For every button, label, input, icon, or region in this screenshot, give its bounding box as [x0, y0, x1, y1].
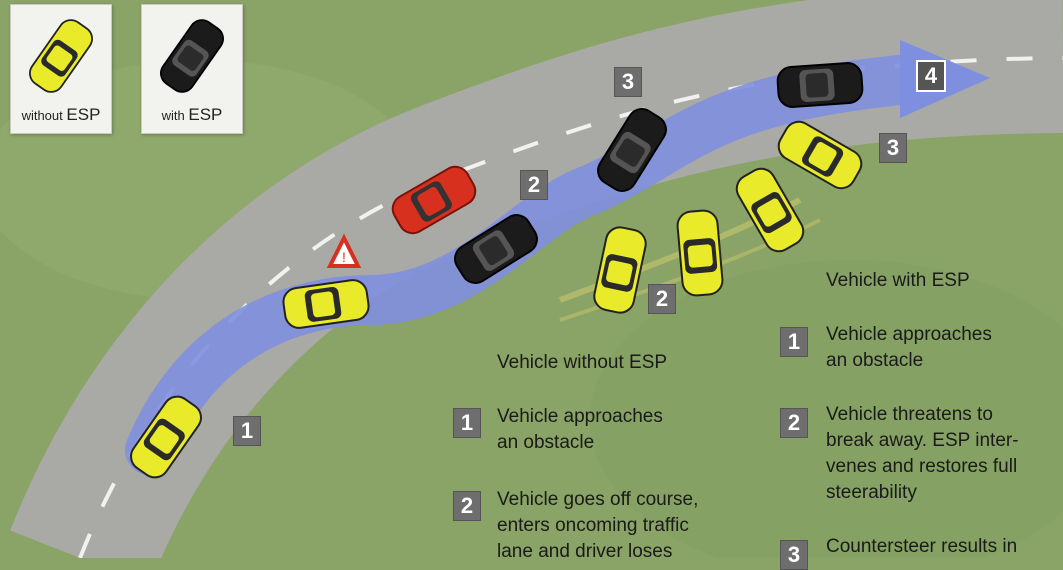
without-esp-step-2-number: 2: [453, 491, 481, 521]
warning-triangle-icon: !: [326, 233, 362, 268]
without-esp-step-1-number: 1: [453, 408, 481, 438]
marker-2-black: 2: [520, 170, 548, 200]
without-esp-step-2-text: Vehicle goes off course, enters oncoming…: [497, 489, 699, 562]
without-esp-heading: Vehicle without ESP: [497, 352, 668, 373]
legend-with-esp-label: with ESP: [161, 105, 223, 124]
with-esp-step-3-text: Countersteer results in: [826, 536, 1018, 557]
with-esp-heading: Vehicle with ESP: [826, 270, 970, 291]
car-with-esp-4: [775, 61, 865, 109]
marker-1: 1: [233, 416, 261, 446]
legend-without-esp-label: without ESP: [21, 105, 101, 124]
svg-text:!: !: [342, 249, 346, 265]
with-esp-step-2-number: 2: [780, 408, 808, 438]
marker-3-black: 3: [614, 67, 642, 97]
yellow-car-icon: [24, 14, 98, 98]
with-esp-step-2-text: Vehicle threatens to break away. ESP int…: [826, 404, 1019, 503]
with-esp-step-3-number: 3: [780, 540, 808, 570]
without-esp-step-1-text: Vehicle approaches an obstacle: [497, 406, 663, 453]
legend-without-esp: without ESP: [10, 4, 112, 134]
road-scene: !: [10, 0, 1063, 558]
marker-3-yellow: 3: [879, 133, 907, 163]
legend-with-esp: with ESP: [141, 4, 243, 134]
with-esp-step-1-number: 1: [780, 327, 808, 357]
with-esp-step-1-text: Vehicle approaches an obstacle: [826, 324, 992, 371]
car-without-esp-skid-2: [675, 208, 725, 298]
marker-4: 4: [916, 60, 946, 92]
marker-2-yellow: 2: [648, 284, 676, 314]
black-car-icon: [155, 14, 229, 98]
